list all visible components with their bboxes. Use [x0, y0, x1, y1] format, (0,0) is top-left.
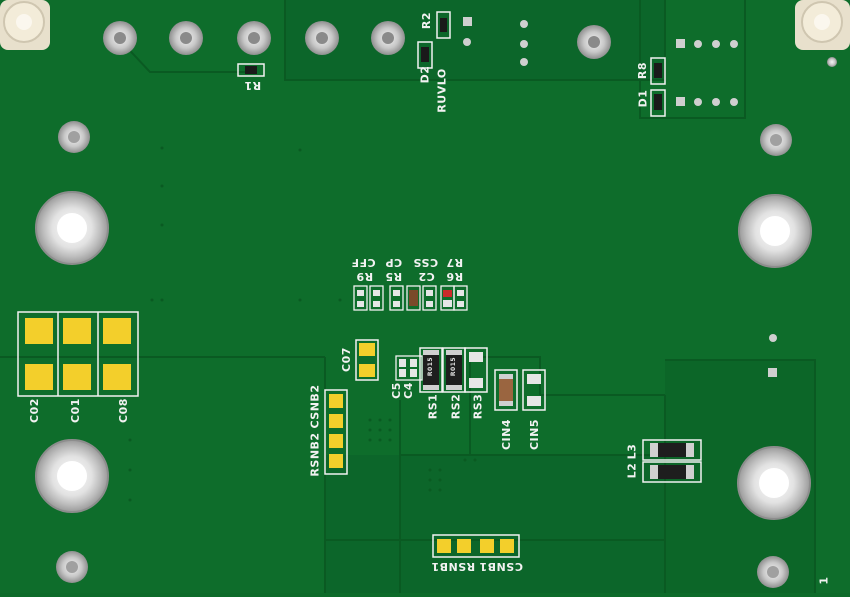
snubber-2-pads [324, 389, 348, 475]
label-rs1: RS1 [426, 393, 440, 420]
label-c4: C4 [401, 382, 415, 399]
passive-cluster-center [353, 285, 468, 311]
standoff-top-right [795, 0, 850, 50]
header-pins-top [103, 21, 611, 59]
d1-footprint [650, 89, 666, 117]
c07-footprint [355, 339, 379, 381]
label-cp: CP [385, 256, 403, 269]
d2-footprint [417, 41, 433, 69]
label-r2: R2 [420, 11, 434, 30]
label-c02: C02 [27, 398, 41, 423]
rs2-marking: R015 [450, 356, 458, 377]
c5-c4-footprint [395, 355, 423, 381]
label-d1: D1 [636, 89, 650, 108]
small-hole [827, 57, 837, 67]
label-rsnb1: RSNB1 [431, 560, 476, 573]
small-through-holes [463, 17, 777, 377]
label-c07: C07 [339, 347, 353, 372]
label-r6: R6 [446, 270, 464, 283]
copper-traces [0, 0, 816, 593]
r8-footprint [650, 57, 666, 85]
rs-resistors [419, 347, 488, 393]
label-l2: L2 [625, 462, 639, 479]
label-r8: R8 [636, 61, 650, 80]
label-l3: L3 [625, 443, 639, 460]
mounting-holes [35, 121, 812, 588]
label-rsnb2: RSNB2 [308, 432, 322, 477]
r2-footprint [436, 11, 451, 39]
label-c01: C01 [68, 398, 82, 423]
label-csnb1: CSNB1 [479, 560, 523, 573]
cin-capacitors [494, 369, 546, 411]
capacitor-pads-left [17, 311, 139, 397]
snubber-1-pads [432, 534, 520, 558]
label-css: CSS [413, 256, 439, 269]
label-cff: CFF [351, 256, 376, 269]
label-pin1: 1 [817, 576, 831, 585]
label-c08: C08 [116, 398, 130, 423]
label-ruvlo: RUVLO [435, 68, 449, 113]
r1-footprint [237, 63, 265, 77]
standoff-top-left [0, 0, 50, 50]
label-r1: R1 [244, 79, 262, 92]
label-cin4: CIN4 [500, 418, 514, 451]
label-rs2: RS2 [449, 393, 463, 420]
copper-pour-bottom [325, 455, 665, 593]
via-field [128, 146, 477, 502]
label-rs3: RS3 [471, 393, 485, 420]
label-r9: R9 [356, 270, 374, 283]
label-c2: C2 [418, 270, 435, 283]
label-d2: D2 [418, 65, 432, 84]
rs1-marking: R015 [427, 356, 435, 377]
inductors-l2-l3 [642, 439, 702, 483]
label-r5: R5 [385, 270, 403, 283]
label-r7: R7 [446, 256, 464, 269]
label-csnb2: CSNB2 [308, 384, 322, 429]
label-cin5: CIN5 [528, 418, 542, 451]
